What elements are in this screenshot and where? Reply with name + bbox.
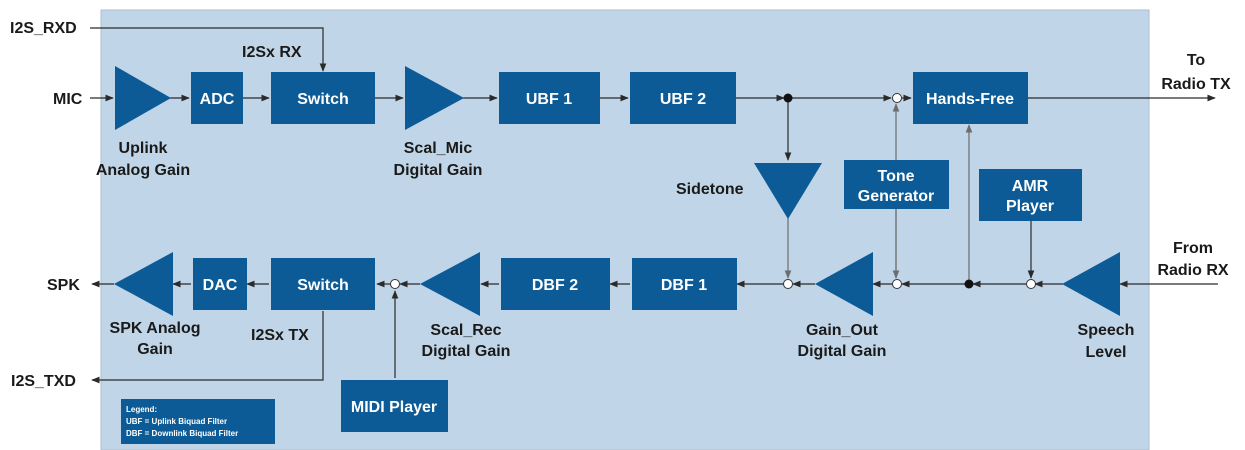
- scal-mic-line1: Scal_Mic: [404, 140, 473, 157]
- midi-player-label: MIDI Player: [351, 399, 437, 416]
- amr-player-line1: AMR: [1012, 178, 1049, 195]
- wire-i2s-rxd: [90, 27, 327, 72]
- sidetone-amp: [754, 163, 822, 219]
- i2sx-rx-label: I2Sx RX: [242, 44, 302, 61]
- legend-line-dbf: DBF = Downlink Biquad Filter: [126, 429, 238, 438]
- scal-rec-gain-amp: [420, 252, 480, 316]
- spk-gain-line1: SPK Analog: [110, 320, 201, 337]
- gain-out-amp: [815, 252, 873, 316]
- tone-gen-line1: Tone: [877, 168, 914, 185]
- i2sx-tx-label: I2Sx TX: [251, 327, 309, 344]
- summing-node-handsfree: [892, 93, 902, 103]
- dbf2-label: DBF 2: [532, 277, 578, 294]
- from-radio-line1: From: [1173, 240, 1213, 257]
- hands-free-label: Hands-Free: [926, 91, 1014, 108]
- wire-i2s-txd: [91, 311, 324, 384]
- uplink-gain-line2: Analog Gain: [96, 162, 190, 179]
- summing-node-midi: [390, 279, 400, 289]
- switch-rx-label: Switch: [297, 91, 349, 108]
- junction-dot-downlink: [964, 279, 974, 289]
- i2s-rxd-label: I2S_RXD: [10, 20, 77, 37]
- scal-rec-line1: Scal_Rec: [430, 322, 501, 339]
- i2s-txd-label: I2S_TXD: [11, 373, 76, 390]
- midi-player-block: MIDI Player: [341, 380, 448, 432]
- spk-label: SPK: [47, 277, 80, 294]
- scal-mic-line2: Digital Gain: [394, 162, 483, 179]
- gain-out-line2: Digital Gain: [798, 343, 887, 360]
- tone-gen-line2: Generator: [858, 188, 934, 205]
- from-radio-line2: Radio RX: [1157, 262, 1228, 279]
- adc-block: ADC: [191, 72, 243, 124]
- legend-title: Legend:: [126, 405, 157, 414]
- switch-rx-block: Switch: [271, 72, 375, 124]
- legend-box: Legend: UBF = Uplink Biquad Filter DBF =…: [121, 399, 275, 444]
- to-radio-line1: To: [1187, 52, 1206, 69]
- junction-dot-uplink: [783, 93, 793, 103]
- scal-mic-gain-amp: [405, 66, 464, 130]
- to-radio-line2: Radio TX: [1161, 76, 1231, 93]
- sidetone-label: Sidetone: [676, 181, 744, 198]
- adc-label: ADC: [200, 91, 235, 108]
- ubf2-block: UBF 2: [630, 72, 736, 124]
- tone-generator-block: Tone Generator: [844, 160, 949, 209]
- dbf1-block: DBF 1: [632, 258, 737, 310]
- amr-player-block: AMR Player: [979, 169, 1082, 221]
- ubf2-label: UBF 2: [660, 91, 706, 108]
- mic-label: MIC: [53, 91, 83, 108]
- summing-node-tone: [892, 279, 902, 289]
- dac-label: DAC: [203, 277, 238, 294]
- switch-tx-label: Switch: [297, 277, 349, 294]
- amr-player-line2: Player: [1006, 198, 1054, 215]
- summing-node-amr: [1026, 279, 1036, 289]
- speech-level-line2: Level: [1086, 344, 1127, 361]
- dbf2-block: DBF 2: [501, 258, 610, 310]
- speech-level-line1: Speech: [1078, 322, 1135, 339]
- gain-out-line1: Gain_Out: [806, 322, 879, 339]
- uplink-analog-gain-amp: [115, 66, 171, 130]
- uplink-gain-line1: Uplink: [119, 140, 168, 157]
- scal-rec-line2: Digital Gain: [422, 343, 511, 360]
- legend-line-ubf: UBF = Uplink Biquad Filter: [126, 417, 227, 426]
- speech-level-amp: [1062, 252, 1120, 316]
- hands-free-block: Hands-Free: [913, 72, 1028, 124]
- switch-tx-block: Switch: [271, 258, 375, 310]
- dbf1-label: DBF 1: [661, 277, 707, 294]
- spk-analog-gain-amp: [114, 252, 173, 316]
- ubf1-block: UBF 1: [499, 72, 600, 124]
- spk-gain-line2: Gain: [137, 341, 173, 358]
- ubf1-label: UBF 1: [526, 91, 572, 108]
- summing-node-sidetone: [783, 279, 793, 289]
- dac-block: DAC: [193, 258, 247, 310]
